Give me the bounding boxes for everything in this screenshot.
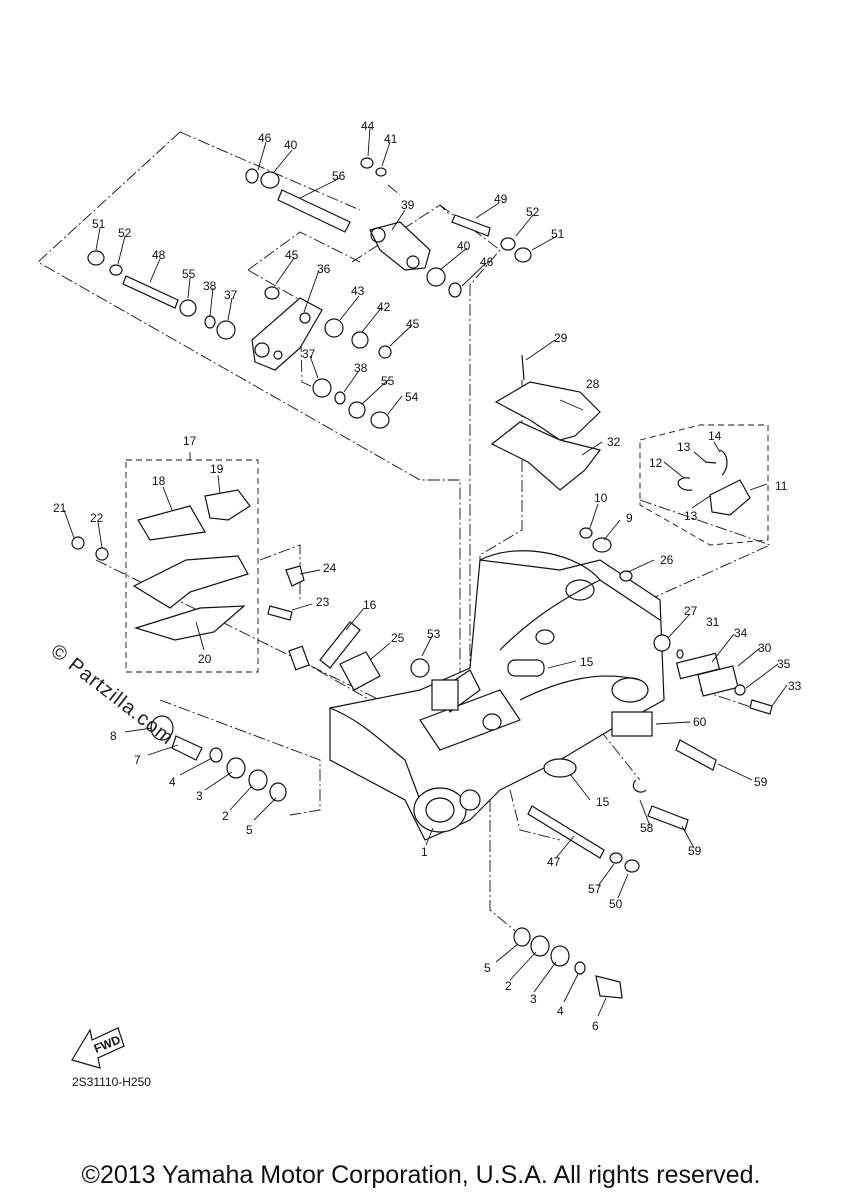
callout-6: 6: [592, 1019, 599, 1033]
callout-5: 5: [246, 823, 253, 837]
callout-52: 52: [118, 226, 132, 240]
callout-17: 17: [183, 434, 197, 448]
callout-4: 4: [169, 775, 176, 789]
callout-15: 15: [580, 655, 594, 669]
callout-2: 2: [222, 809, 229, 823]
callout-9: 9: [626, 511, 633, 525]
callout-45: 45: [406, 317, 420, 331]
callout-57: 57: [588, 882, 602, 896]
group-box-11: [639, 424, 769, 546]
callout-36: 36: [317, 262, 331, 276]
linkage-parts: [71, 157, 773, 999]
callout-numbers: 1 2 2 3 3 4 4 5 5 6 7 8 9 10 11 12 13 13…: [53, 119, 802, 1033]
callout-16: 16: [363, 598, 377, 612]
callout-59: 59: [688, 844, 702, 858]
callout-49: 49: [494, 192, 508, 206]
callout-60: 60: [693, 715, 707, 729]
callout-19: 19: [210, 462, 224, 476]
callout-44: 44: [361, 119, 375, 133]
callout-22: 22: [90, 511, 104, 525]
callout-15: 15: [596, 795, 610, 809]
callout-41: 41: [384, 132, 398, 146]
callout-43: 43: [351, 284, 365, 298]
fwd-arrow-icon: FWD: [71, 1027, 125, 1069]
callout-54: 54: [405, 390, 419, 404]
callout-2: 2: [505, 979, 512, 993]
callout-35: 35: [777, 657, 791, 671]
callout-38: 38: [354, 361, 368, 375]
callout-39: 39: [401, 198, 415, 212]
callout-52: 52: [526, 205, 540, 219]
callout-12: 12: [649, 456, 663, 470]
callout-3: 3: [196, 789, 203, 803]
callout-4: 4: [557, 1004, 564, 1018]
callout-51: 51: [92, 217, 106, 231]
copyright-notice: ©2013 Yamaha Motor Corporation, U.S.A. A…: [81, 1161, 761, 1189]
callout-42: 42: [377, 300, 391, 314]
callout-3: 3: [530, 992, 537, 1006]
callout-46: 46: [258, 131, 272, 145]
callout-55: 55: [381, 374, 395, 388]
callout-11: 11: [775, 479, 788, 493]
callout-45: 45: [285, 248, 299, 262]
callout-51: 51: [551, 227, 565, 241]
callout-46: 46: [480, 255, 494, 269]
callout-40: 40: [284, 138, 298, 152]
callout-23: 23: [316, 595, 330, 609]
callout-50: 50: [609, 897, 623, 911]
callout-31: 31: [706, 615, 720, 629]
leader-lines: [63, 127, 788, 1017]
callout-24: 24: [323, 561, 337, 575]
callout-59: 59: [754, 775, 768, 789]
callout-13: 13: [677, 440, 691, 454]
callout-1: 1: [421, 845, 428, 859]
callout-20: 20: [198, 652, 212, 666]
callout-7: 7: [134, 753, 141, 767]
figure-code: 2S31110-H250: [72, 1075, 151, 1089]
callout-34: 34: [734, 626, 748, 640]
callout-33: 33: [788, 679, 802, 693]
callout-53: 53: [427, 627, 441, 641]
callout-27: 27: [684, 604, 698, 618]
callout-8: 8: [110, 729, 117, 743]
callout-37: 37: [224, 288, 238, 302]
callout-48: 48: [152, 248, 166, 262]
callout-38: 38: [203, 279, 217, 293]
callout-58: 58: [640, 821, 654, 835]
callout-55: 55: [182, 267, 196, 281]
callout-47: 47: [547, 855, 561, 869]
callout-14: 14: [708, 429, 722, 443]
callout-26: 26: [660, 553, 674, 567]
callout-37: 37: [302, 347, 316, 361]
callout-40: 40: [457, 239, 471, 253]
callout-32: 32: [607, 435, 621, 449]
swingarm: [329, 550, 665, 841]
callout-21: 21: [53, 501, 67, 515]
callout-18: 18: [152, 474, 166, 488]
callout-29: 29: [554, 331, 568, 345]
callout-13: 13: [684, 509, 698, 523]
callout-5: 5: [484, 961, 491, 975]
callout-56: 56: [332, 169, 346, 183]
callout-10: 10: [594, 491, 608, 505]
callout-25: 25: [391, 631, 405, 645]
group-box-17: [125, 459, 259, 673]
callout-30: 30: [758, 641, 772, 655]
callout-28: 28: [586, 377, 600, 391]
